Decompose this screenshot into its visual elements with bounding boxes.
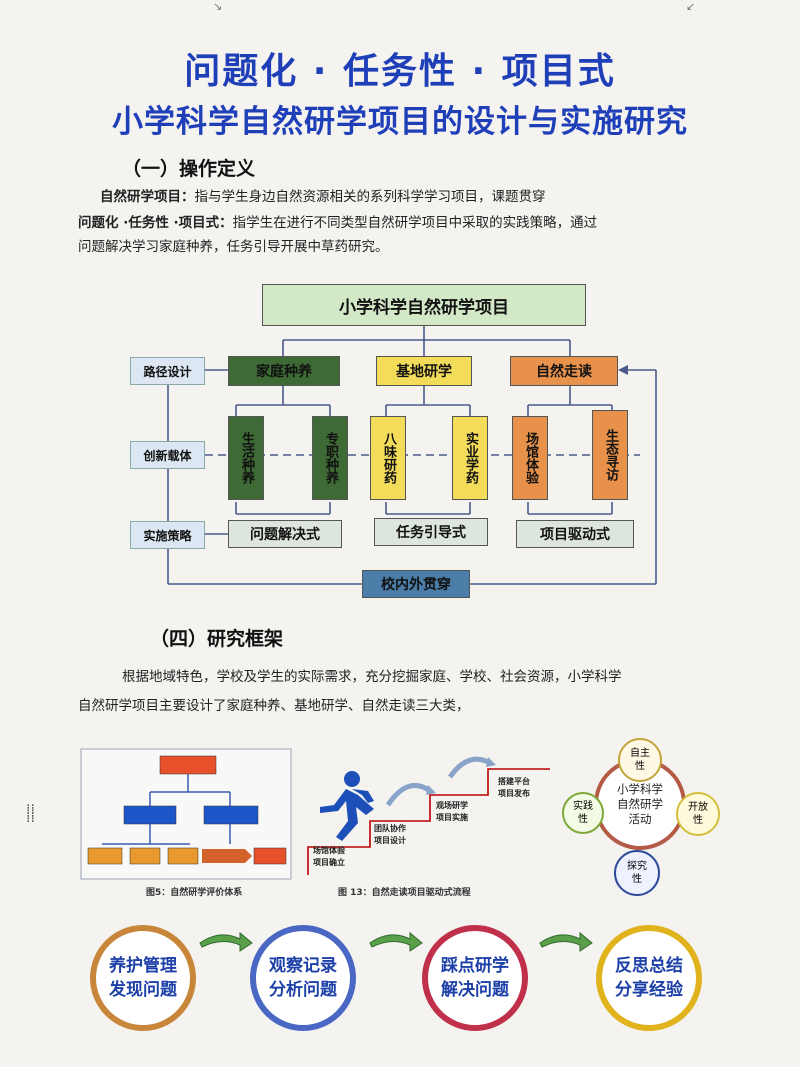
term-label: 自然研学项目：: [100, 189, 195, 205]
figure5-caption: 图5：自然研学评价体系: [146, 888, 243, 898]
arrow-right-icon: [369, 931, 423, 952]
diagram-bottom-box: 校内外贯穿: [362, 570, 470, 598]
carrier-box: 生态寻访: [592, 410, 628, 500]
figure13-caption: 图 13：自然走读项目驱动式流程: [338, 888, 471, 898]
page-subtitle: 小学科学自然研学项目的设计与实施研究: [112, 104, 688, 140]
staircase-flow-graphic: [307, 756, 550, 875]
process-step-line: 发现问题: [109, 980, 177, 1000]
definition-paragraph-2: 问题化 ·任务性 ·项目式：指学生在进行不同类型自然研学项目中采取的实践策略，通…: [78, 211, 597, 235]
carrier-box: 场馆体验: [512, 416, 548, 500]
carrier-box: 实业学药: [452, 416, 488, 500]
drag-handle-icon[interactable]: ⁞⁞⁞⁞: [26, 802, 35, 826]
framework-paragraph-1: 根据地域特色，学校及学生的实际需求，充分挖掘家庭、学校、社会资源，小学科学: [122, 669, 622, 685]
section-heading-framework: （四）研究框架: [150, 628, 284, 650]
process-step-line: 分析问题: [269, 980, 337, 1000]
row-label-path: 路径设计: [130, 357, 205, 385]
definition-paragraph-1: 自然研学项目：指与学生身边自然资源相关的系列科学学习项目，课题贯穿: [100, 185, 546, 209]
section-heading-definition: （一）操作定义: [122, 158, 256, 180]
flow-step-4: 搭建平台 项目发布: [498, 777, 530, 798]
process-step-line: 踩点研学: [441, 956, 509, 976]
process-step-1: 养护管理发现问题: [90, 925, 196, 1031]
trait-circle: 自主 性: [618, 738, 662, 782]
flow-step-1: 场馆体验 项目确立: [313, 846, 345, 867]
flow-step-3: 观场研学 项目实施: [436, 801, 468, 822]
carrier-box: 生活种养: [228, 416, 264, 500]
term-label: 问题化 ·任务性 ·项目式：: [78, 215, 233, 231]
category-family: 家庭种养: [228, 356, 340, 386]
diagram-connectors: [167, 326, 657, 585]
row-label-carrier: 创新载体: [130, 441, 205, 469]
arrow-right-icon: [199, 931, 253, 952]
process-step-4: 反思总结分享经验: [596, 925, 702, 1031]
flow-step-2: 团队协作 项目设计: [374, 824, 406, 845]
definition-paragraph-3: 问题解决学习家庭种养，任务引导开展中草药研究。: [78, 239, 389, 255]
trait-circle: 探究 性: [614, 850, 660, 896]
process-step-line: 养护管理: [109, 956, 177, 976]
row-label-strategy: 实施策略: [130, 521, 205, 549]
process-step-3: 踩点研学解决问题: [422, 925, 528, 1031]
carrier-box: 八味研药: [370, 416, 406, 500]
diagram-top-box: 小学科学自然研学项目: [262, 284, 586, 326]
category-base: 基地研学: [376, 356, 472, 386]
strategy-box: 问题解决式: [228, 520, 342, 548]
crop-mark-icon: ↘: [213, 0, 223, 13]
strategy-box: 任务引导式: [374, 518, 488, 546]
carrier-box: 专职种养: [312, 416, 348, 500]
process-step-line: 观察记录: [269, 956, 337, 976]
framework-paragraph-2: 自然研学项目主要设计了家庭种养、基地研学、自然走读三大类，: [78, 698, 470, 714]
trait-circle: 开放 性: [676, 792, 720, 836]
process-arrows: [199, 931, 593, 952]
page-title: 问题化 · 任务性 · 项目式: [184, 51, 616, 92]
evaluation-chart-thumbnail: [80, 748, 292, 880]
process-step-2: 观察记录分析问题: [250, 925, 356, 1031]
process-step-line: 反思总结: [615, 956, 683, 976]
trait-circle: 实践 性: [562, 792, 604, 834]
process-step-line: 解决问题: [441, 980, 509, 1000]
category-nature: 自然走读: [510, 356, 618, 386]
term-text: 指与学生身边自然资源相关的系列科学学习项目，课题贯穿: [194, 189, 546, 205]
arrow-right-icon: [539, 931, 593, 952]
crop-mark-icon: ↙: [686, 0, 696, 13]
process-step-line: 分享经验: [615, 980, 683, 1000]
strategy-box: 项目驱动式: [516, 520, 634, 548]
term-text: 指学生在进行不同类型自然研学项目中采取的实践策略，通过: [232, 215, 598, 231]
